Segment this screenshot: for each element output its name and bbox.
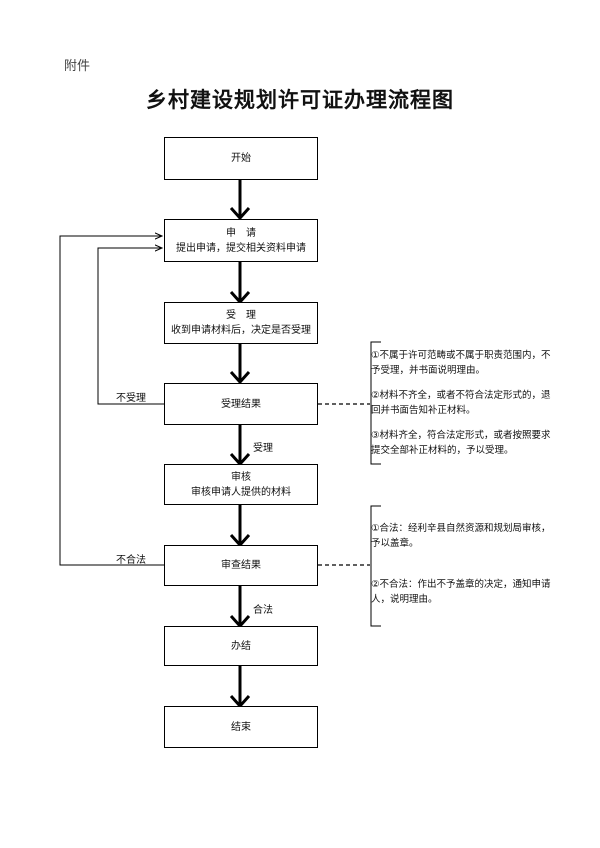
- step-accept-result-label: 受理结果: [221, 398, 261, 410]
- step-review: 审核 审核申请人提供的材料: [164, 464, 318, 505]
- step-apply-detail: 提出申请，提交相关资料申请: [176, 242, 306, 254]
- arrow-review-to-review-result: [229, 505, 251, 548]
- step-review-label: 审核: [231, 471, 251, 483]
- loop-not-compliant: [59, 236, 164, 566]
- step-review-detail: 审核申请人提供的材料: [191, 486, 291, 498]
- step-apply-label: 申 请: [226, 227, 256, 239]
- page-title: 乡村建设规划许可证办理流程图: [146, 87, 454, 112]
- step-end-label: 结束: [231, 721, 251, 733]
- step-review-result: 审查结果: [164, 545, 318, 586]
- note-accept-result: ①不属于许可范畴或不属于职责范围内，不予受理，并书面说明理由。 ②材料不齐全，或…: [371, 348, 551, 458]
- note-accept-result-item: ③材料齐全，符合法定形式，或者按照要求提交全部补正材料的，予以受理。: [371, 430, 551, 456]
- arrow-finish-to-end: [229, 666, 251, 709]
- step-start: 开始: [164, 137, 318, 180]
- step-end: 结束: [164, 706, 318, 748]
- note-accept-result-item: ②材料不齐全，或者不符合法定形式的，退回并书面告知补正材料。: [371, 390, 551, 416]
- arrow-review-result-to-finish: [229, 586, 251, 629]
- step-review-result-label: 审查结果: [221, 560, 261, 571]
- bracket-accept-result: [370, 341, 381, 465]
- note-review-result-item: ②不合法：作出不予盖章的决定，通知申请人，说明理由。: [371, 579, 551, 605]
- attachment-label: 附件: [64, 59, 91, 74]
- step-accept-detail: 收到申请材料后，决定是否受理: [171, 325, 311, 336]
- edge-label-compliant: 合法: [253, 605, 273, 616]
- loop-not-accepted: [97, 248, 164, 405]
- edge-label-not-accepted: 不受理: [116, 393, 146, 404]
- step-accept-result: 受理结果: [164, 383, 318, 425]
- arrow-accept-to-accept-result: [229, 344, 251, 385]
- note-review-result-item: ①合法：经利辛县自然资源和规划局审核，予以盖章。: [371, 523, 551, 549]
- step-finish-label: 办结: [231, 640, 251, 652]
- step-finish: 办结: [164, 626, 318, 666]
- arrow-accept-result-to-review: [229, 425, 251, 467]
- arrow-start-to-apply: [229, 180, 251, 221]
- step-accept-label: 受 理: [226, 310, 256, 321]
- arrow-apply-to-accept: [229, 262, 251, 305]
- note-accept-result-item: ①不属于许可范畴或不属于职责范围内，不予受理，并书面说明理由。: [371, 350, 551, 376]
- edge-label-accepted: 受理: [253, 443, 273, 454]
- step-apply: 申 请 提出申请，提交相关资料申请: [164, 219, 318, 262]
- bracket-review-result: [370, 505, 381, 627]
- step-accept: 受 理 收到申请材料后，决定是否受理: [164, 302, 318, 344]
- step-start-label: 开始: [231, 153, 251, 164]
- edge-label-not-compliant: 不合法: [116, 555, 146, 566]
- note-review-result: ①合法：经利辛县自然资源和规划局审核，予以盖章。 ②不合法：作出不予盖章的决定，…: [371, 521, 551, 607]
